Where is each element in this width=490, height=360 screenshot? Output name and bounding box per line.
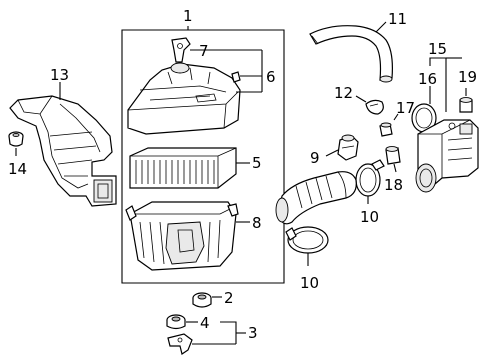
part-10-clamp-upper — [355, 159, 385, 204]
callout-4: 4 — [200, 314, 210, 332]
callout-15: 15 — [428, 40, 447, 58]
callout-3: 3 — [248, 324, 258, 342]
callout-5: 5 — [252, 154, 262, 172]
part-19-sensor — [459, 88, 473, 113]
callout-13: 13 — [50, 66, 69, 84]
part-10-clamp-lower — [285, 226, 329, 266]
part-15-throttle-body — [415, 57, 479, 193]
callout-17: 17 — [396, 99, 415, 117]
callout-labels: 1 2 3 4 5 6 7 8 9 10 10 11 12 13 14 15 1… — [8, 7, 477, 342]
part-5-filter-element — [129, 147, 250, 189]
part-16-gasket — [411, 86, 437, 133]
callout-11: 11 — [388, 10, 407, 28]
callout-9: 9 — [310, 149, 320, 167]
callout-6: 6 — [266, 68, 276, 86]
part-6-upper-housing — [127, 62, 262, 135]
callout-2: 2 — [224, 289, 234, 307]
part-9-sensor — [325, 134, 359, 161]
callout-12: 12 — [334, 84, 353, 102]
callout-7: 7 — [199, 42, 209, 60]
part-14-plug — [8, 131, 24, 156]
part-18-sleeve — [385, 146, 401, 173]
part-8-lower-case — [125, 201, 250, 271]
assembly-bracket-1 — [121, 26, 285, 284]
callout-1: 1 — [183, 7, 193, 25]
part-2-grommet — [192, 292, 222, 308]
callout-14: 14 — [8, 160, 27, 178]
callout-10-upper: 10 — [360, 208, 379, 226]
part-7-clip — [171, 37, 263, 92]
callout-10-lower: 10 — [300, 274, 319, 292]
part-3-bracket — [167, 321, 246, 355]
part-17-cap — [379, 113, 399, 137]
part-11-hose — [309, 21, 393, 83]
callout-8: 8 — [252, 214, 262, 232]
callout-16: 16 — [418, 70, 437, 88]
part-4-cushion — [166, 314, 198, 330]
callout-19: 19 — [458, 68, 477, 86]
part-13-inlet-duct — [9, 82, 117, 207]
intake-hose — [275, 171, 357, 225]
callout-18: 18 — [384, 176, 403, 194]
part-12-clip — [355, 95, 384, 115]
